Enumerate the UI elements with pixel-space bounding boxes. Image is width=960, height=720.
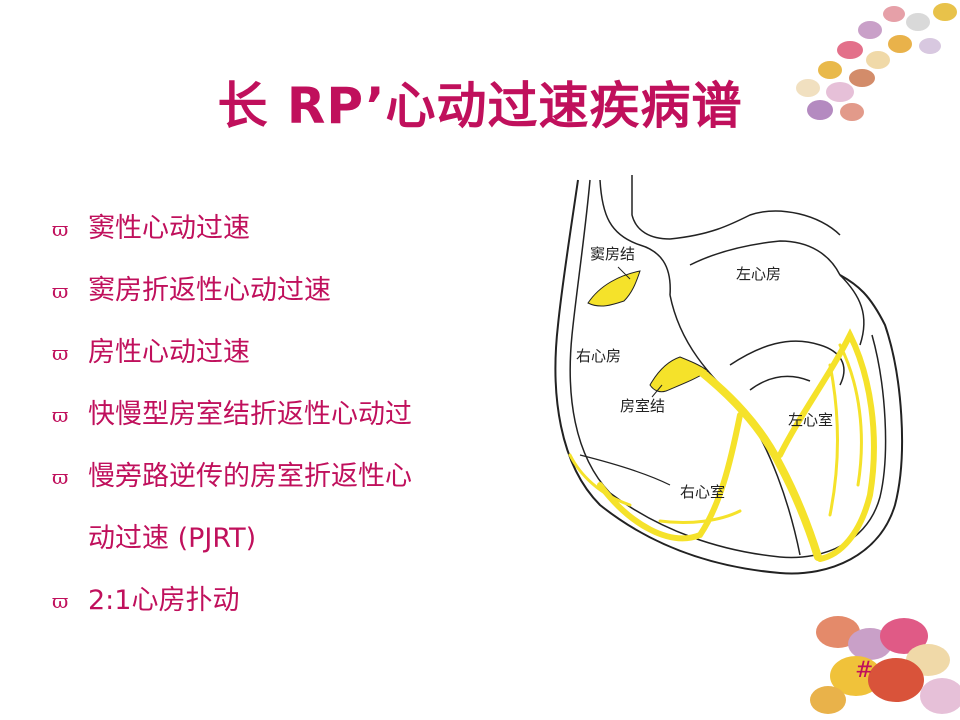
vessel-outline [631, 175, 671, 240]
purkinje-fibers [828, 343, 863, 517]
av-node [649, 356, 709, 393]
heart-outline-inner [569, 179, 887, 559]
label-sa-node: 窦房结 [590, 245, 635, 263]
purkinje-fibers [568, 453, 742, 524]
vessel-outline [689, 240, 841, 276]
bullet-item: ϖ 房性心动过速 [52, 329, 522, 391]
candy-decoration-top [796, 3, 957, 121]
bullet-marker: ϖ [52, 279, 69, 303]
left-bundle-branch [777, 328, 877, 562]
label-right-ventricle: 右心室 [680, 483, 725, 501]
bullet-item: ϖ 慢旁路逆传的房室折返性心 [52, 453, 522, 515]
bullet-marker: ϖ [52, 341, 69, 365]
bullet-text: 房性心动过速 [88, 337, 250, 368]
vessel-outline [599, 179, 671, 296]
bullet-text: 窦性心动过速 [88, 213, 250, 244]
bullet-continuation: 动过速 (PJRT) [52, 515, 522, 577]
label-right-atrium: 右心房 [576, 347, 621, 365]
slide-title: 长 RP’心动过速疾病谱 [217, 77, 743, 135]
bullet-marker: ϖ [52, 217, 69, 241]
bullet-marker: ϖ [52, 403, 69, 427]
septum-outline [729, 340, 845, 386]
label-left-atrium: 左心房 [736, 265, 781, 283]
heart-conduction-diagram: 窦房结 左心房 右心房 房室结 左心室 右心室 [554, 175, 904, 575]
bullet-marker: ϖ [52, 465, 69, 489]
sa-node [587, 270, 641, 307]
his-bundle [696, 367, 822, 561]
bullet-item: ϖ 2:1心房扑动 [52, 577, 522, 639]
bullet-text: 快慢型房室结折返性心动过 [88, 399, 412, 430]
septum-outline [839, 274, 865, 346]
bullet-text: 动过速 (PJRT) [88, 523, 257, 554]
bullet-list: ϖ 窦性心动过速 ϖ 窦房折返性心动过速 ϖ 房性心动过速 ϖ 快慢型房室结折返… [52, 205, 522, 639]
vessel-outline [669, 210, 841, 240]
label-left-ventricle: 左心室 [788, 411, 833, 429]
septum-outline [579, 454, 671, 486]
candy-decoration-bottom [810, 616, 960, 714]
bullet-text: 窦房折返性心动过速 [88, 275, 331, 306]
bullet-text: 慢旁路逆传的房室折返性心 [88, 461, 412, 492]
bullet-marker: ϖ [52, 589, 69, 613]
septum-outline [749, 375, 811, 391]
heart-outline [554, 179, 904, 575]
bullet-item: ϖ 窦性心动过速 [52, 205, 522, 267]
right-bundle-branch [597, 412, 743, 542]
bullet-text: 2:1心房扑动 [88, 585, 240, 616]
bullet-item: ϖ 快慢型房室结折返性心动过 [52, 391, 522, 453]
page-number: # [855, 658, 874, 683]
bullet-item: ϖ 窦房折返性心动过速 [52, 267, 522, 329]
label-av-node: 房室结 [620, 397, 665, 415]
